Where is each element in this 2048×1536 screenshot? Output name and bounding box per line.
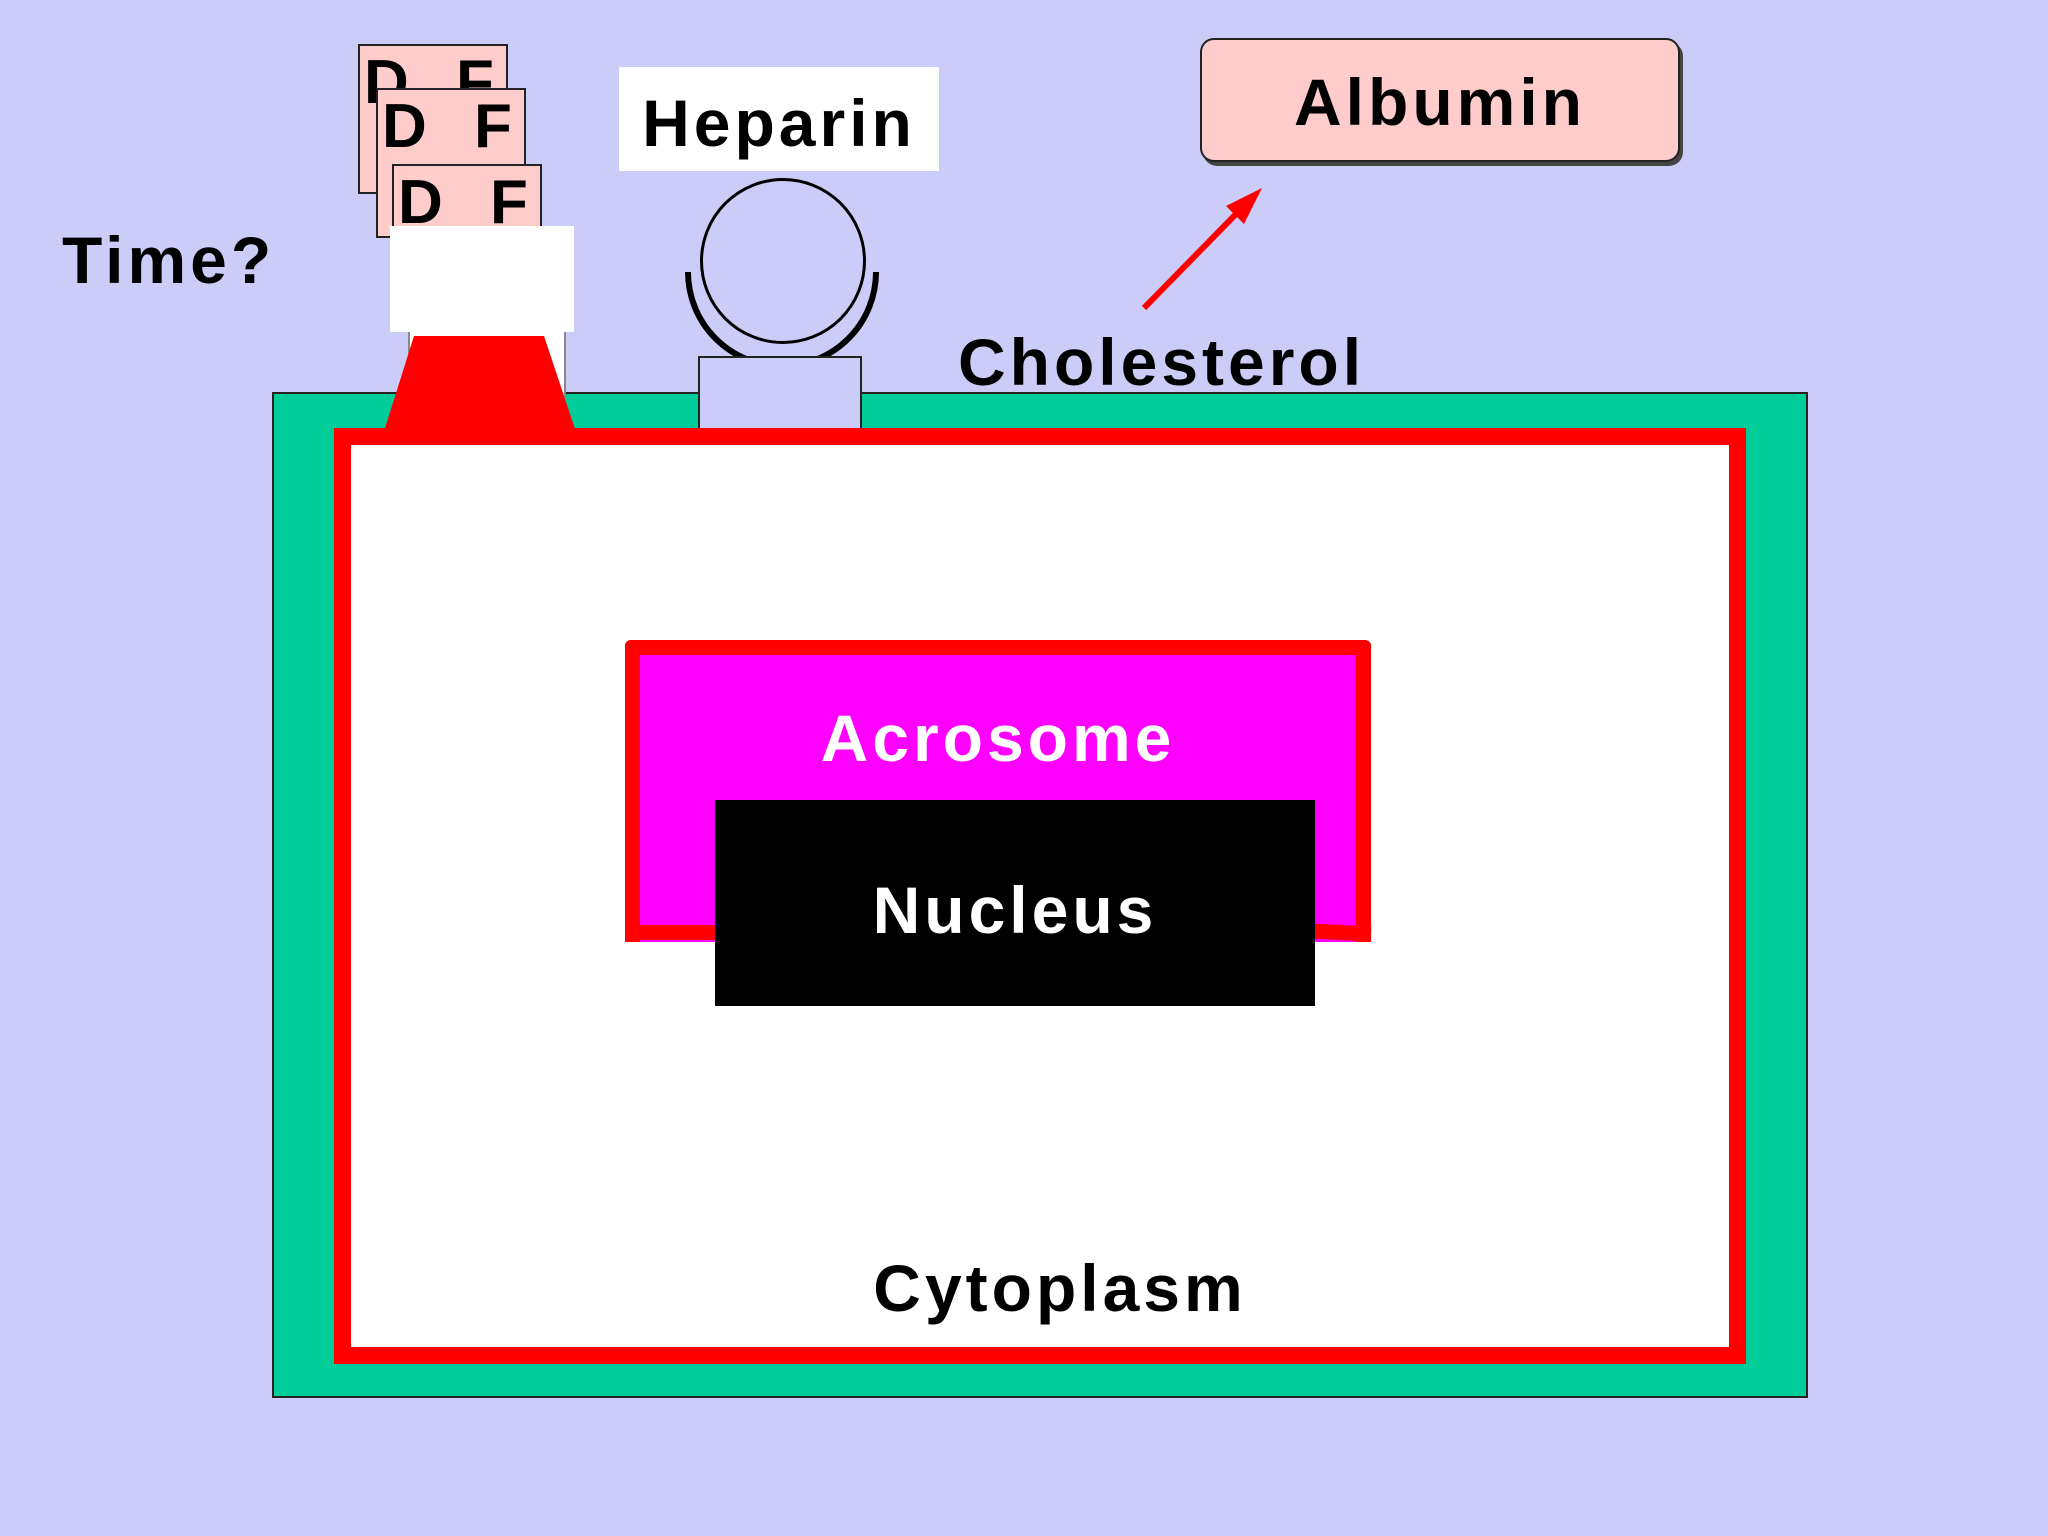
receptor-card-3-left: D (398, 168, 443, 237)
albumin-box (1200, 38, 1680, 162)
cytoplasm-label: Cytoplasm (873, 1251, 1247, 1325)
receptor-channel-shape (380, 336, 580, 444)
heparin-receptor-cup (685, 271, 879, 362)
receptor-channel (380, 336, 580, 444)
heparin-label: Heparin (642, 86, 916, 160)
cholesterol-efflux-arrow (1141, 188, 1262, 311)
receptor-card-2-left: D (382, 92, 427, 161)
arrow-head (1226, 188, 1262, 224)
heparin-label-box (619, 67, 939, 171)
acrosome-label: Acrosome (820, 701, 1176, 775)
cholesterol-label: Cholesterol (958, 325, 1366, 399)
arrow-shaft (1141, 207, 1243, 311)
acrosome-membrane-edge-left (625, 925, 715, 940)
receptor-card-2-right: F (474, 92, 512, 161)
heparin-molecule (700, 178, 866, 344)
heparin-receptor-stem (698, 356, 862, 428)
receptor-block (390, 226, 574, 332)
acrosome-membrane-edge-right (1309, 923, 1372, 942)
nucleus-label: Nucleus (872, 873, 1158, 947)
heparin-receptor-arc (685, 271, 879, 362)
albumin-label: Albumin (1294, 65, 1586, 139)
receptor-card-3-right: F (490, 168, 528, 237)
time-label: Time? (62, 223, 276, 297)
nucleus (715, 800, 1315, 1006)
